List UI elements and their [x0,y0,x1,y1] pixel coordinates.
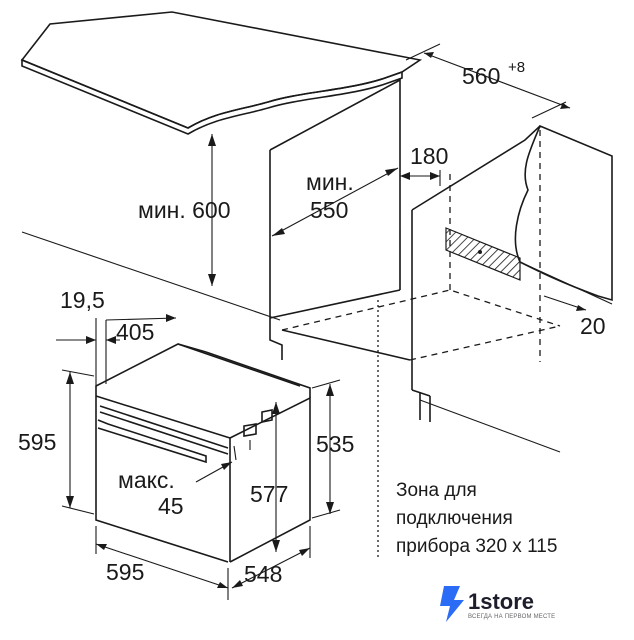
side-gap-label: 20 [580,313,606,339]
min-height-label: мин. 600 [138,197,231,223]
max-value: 45 [158,493,184,519]
width-top-tolerance: +8 [508,59,525,76]
dim-min-height: мин. 600 [138,134,231,286]
note-line2: подключения [396,508,513,529]
oven-width-label: 595 [106,559,144,585]
countertop [20,11,423,135]
oven-depth-label: 548 [244,561,282,587]
dim-oven-depth: 548 [231,526,311,589]
width-top-label: 560 [462,63,500,89]
front-offset-label: 19,5 [60,287,105,313]
body-height-label: 577 [250,481,288,507]
min-depth-line2: 550 [310,197,348,223]
dim-depth-gap: 180 [400,143,448,186]
countertop-right [514,124,613,305]
cabinet-niche [269,78,561,422]
oven-height-label: 595 [18,429,56,455]
min-depth-line1: мин. [306,169,354,195]
note-line3: прибора 320 x 115 [396,536,557,557]
brand-name: 1store [468,589,534,614]
dim-oven-height: 595 [18,369,95,515]
bolt-icon [440,586,464,622]
dim-inner-height: 535 [311,379,354,519]
depth-gap-label: 180 [410,143,448,169]
inner-height-label: 535 [316,431,354,457]
brand-tagline: ВСЕГДА НА ПЕРВОМ МЕСТЕ [468,614,555,620]
connection-note: Зона для подключения прибора 320 x 115 [396,480,557,557]
dim-oven-width: 595 [95,526,229,600]
dim-min-depth: мин. 550 [271,167,399,237]
max-label: макс. [118,467,175,493]
dim-width-top: 560 +8 [405,43,571,119]
connection-zone [377,227,521,560]
brand-logo: 1store ВСЕГДА НА ПЕРВОМ МЕСТЕ [440,586,555,622]
dim-side-gap: 20 [543,295,606,339]
dim-max: макс. 45 [118,461,233,519]
dim-front: 19,5 405 [56,287,177,386]
dim-body-height: 577 [250,402,288,552]
oven [95,343,311,563]
note-line1: Зона для [396,480,477,501]
front-width-label: 405 [116,319,154,345]
